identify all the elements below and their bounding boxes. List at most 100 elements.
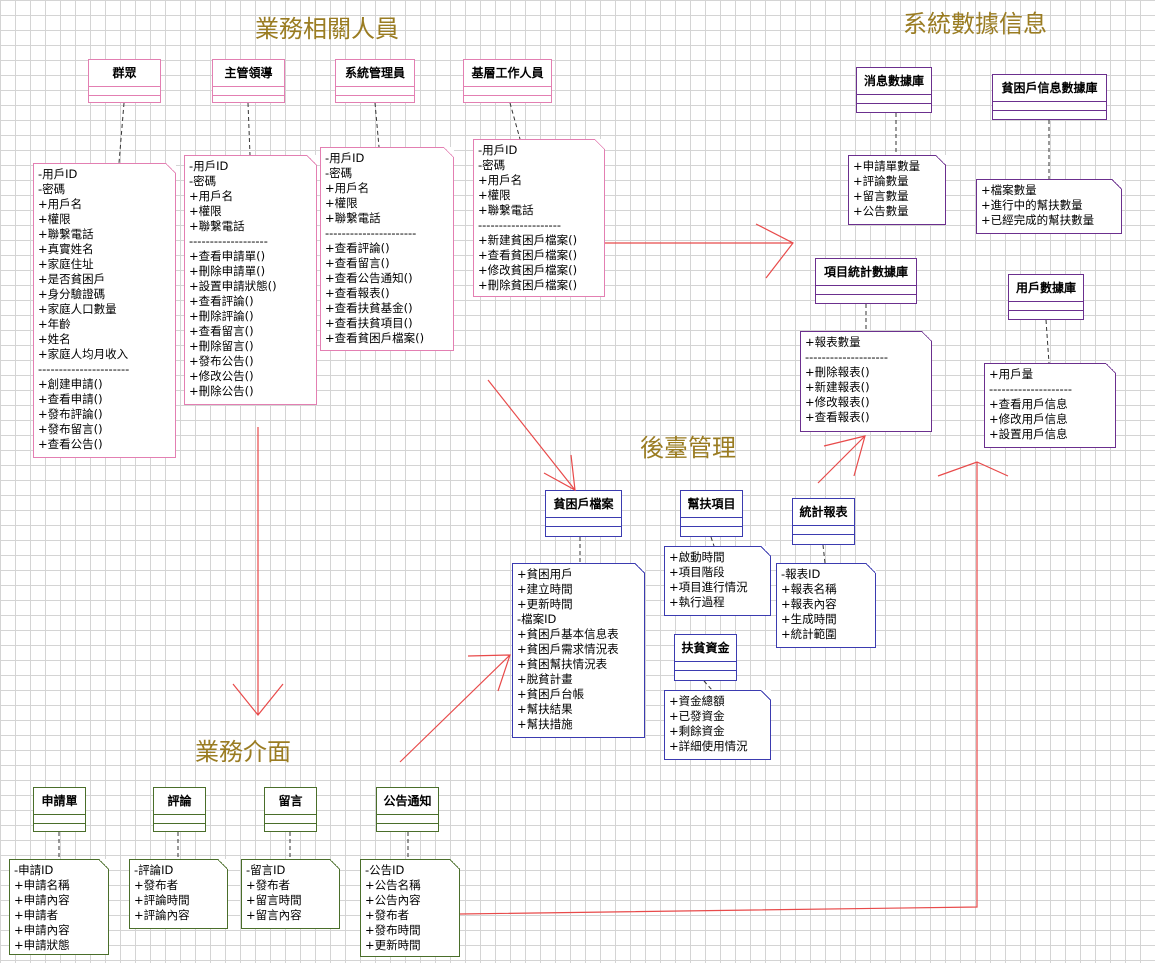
dashed-link-leader: [247, 102, 251, 156]
class-name: 項目統計數據庫: [816, 259, 916, 286]
note-line: +刪除報表(): [805, 365, 870, 379]
note-line: +更新時間: [365, 938, 421, 952]
note-poor-db[interactable]: +檔案數量+進行中的幫扶數量+已經完成的幫扶數量: [976, 179, 1122, 234]
note-line: +公告數量: [853, 204, 909, 218]
note-user-db[interactable]: +用戶量--------------------+查看用戶信息+修改用戶信息+設…: [984, 363, 1116, 448]
dashed-link-fund: [703, 680, 713, 691]
note-line: +修改貧困戶檔案(): [478, 263, 578, 277]
note-leader[interactable]: -用戶ID-密碼+用戶名+權限+聯繫電話-------------------+…: [184, 155, 317, 405]
class-poor-db[interactable]: 貧困戶信息數據庫: [992, 74, 1107, 120]
note-line: +新建報表(): [805, 380, 870, 394]
class-application[interactable]: 申請單: [33, 787, 86, 832]
note-line: +用戶量: [989, 367, 1034, 381]
note-msg-db[interactable]: +申請單數量+評論數量+留言數量+公告數量: [848, 155, 946, 225]
note-proj-db[interactable]: +報表數量--------------------+刪除報表()+新建報表()+…: [800, 331, 932, 432]
note-help-proj[interactable]: +啟動時間+項目階段+項目進行情況+執行過程: [664, 546, 771, 616]
note-line: --------------------: [805, 350, 888, 364]
note-line: +設置申請狀態(): [189, 279, 277, 293]
note-sysadmin[interactable]: -用戶ID-密碼+用戶名+權限+聯繫電話--------------------…: [320, 147, 454, 351]
class-message[interactable]: 留言: [264, 787, 317, 832]
class-stat-report[interactable]: 統計報表: [792, 498, 855, 545]
note-line: +設置用戶信息: [989, 427, 1068, 441]
note-line: +刪除申請單(): [189, 264, 266, 278]
note-application[interactable]: -申請ID+申請名稱+申請內容+申請者+申請內容+申請狀態: [9, 859, 109, 955]
class-leader[interactable]: 主管領導: [212, 59, 285, 103]
class-comment[interactable]: 評論: [153, 787, 206, 832]
note-line: +項目階段: [669, 565, 725, 579]
note-line: +生成時間: [781, 612, 837, 626]
note-crowd[interactable]: -用戶ID-密碼+用戶名+權限+聯繫電話+真實姓名+家庭住址+是否貧困戶+身分驗…: [33, 163, 176, 458]
note-line: +查看留言(): [189, 324, 254, 338]
note-message[interactable]: -留言ID+發布者+留言時間+留言內容: [241, 859, 340, 929]
note-line: +檔案數量: [981, 183, 1037, 197]
class-msg-db[interactable]: 消息數據庫: [856, 67, 932, 113]
class-help-proj[interactable]: 幫扶項目: [680, 490, 743, 537]
note-line: +查看公告(): [38, 437, 103, 451]
note-line: +貧困幫扶情況表: [517, 657, 608, 671]
note-line: +刪除評論(): [189, 309, 254, 323]
note-line: +查看貧困戶檔案(): [325, 331, 425, 345]
note-stat-report[interactable]: -報表ID+報表名稱+報表內容+生成時間+統計範圍: [776, 563, 876, 648]
note-line: +刪除貧困戶檔案(): [478, 278, 578, 292]
note-line: +權限: [325, 196, 358, 210]
class-proj-db[interactable]: 項目統計數據庫: [815, 258, 917, 304]
note-line: +幫扶措施: [517, 717, 573, 731]
class-name: 留言: [265, 788, 316, 815]
note-line: -用戶ID: [189, 159, 229, 173]
note-line: +權限: [189, 204, 222, 218]
note-line: +公告名稱: [365, 878, 421, 892]
note-line: +啟動時間: [669, 550, 725, 564]
note-line: +評論時間: [134, 893, 190, 907]
class-name: 幫扶項目: [681, 491, 742, 518]
class-poor-file[interactable]: 貧困戶檔案: [545, 490, 622, 537]
note-line: +公告內容: [365, 893, 421, 907]
note-line: +進行中的幫扶數量: [981, 198, 1083, 212]
note-line: +權限: [478, 188, 511, 202]
note-fund[interactable]: +資金總額+已發資金+剩餘資金+詳細使用情況: [664, 690, 771, 760]
class-fund[interactable]: 扶貧資金: [674, 634, 737, 681]
note-line: +用戶名: [325, 181, 370, 195]
class-name: 評論: [154, 788, 205, 815]
class-sysadmin[interactable]: 系統管理員: [335, 59, 415, 103]
note-line: +脫貧計畫: [517, 672, 573, 686]
class-name: 消息數據庫: [857, 68, 931, 95]
note-line: +身分驗證碼: [38, 287, 106, 301]
note-line: -公告ID: [365, 863, 405, 877]
note-line: +發布公告(): [189, 354, 254, 368]
note-line: +留言數量: [853, 189, 909, 203]
note-line: -報表ID: [781, 567, 821, 581]
note-line: +刪除公告(): [189, 384, 254, 398]
note-line: +聯繫電話: [189, 219, 245, 233]
note-line: +幫扶結果: [517, 702, 573, 716]
note-line: +家庭人口數量: [38, 302, 117, 316]
class-notice[interactable]: 公告通知: [376, 787, 439, 832]
note-line: +修改報表(): [805, 395, 870, 409]
note-comment[interactable]: -評論ID+發布者+評論時間+評論內容: [129, 859, 228, 929]
class-name: 統計報表: [793, 499, 854, 526]
note-line: -申請ID: [14, 863, 54, 877]
note-line: +查看評論(): [325, 241, 390, 255]
class-name: 主管領導: [213, 60, 284, 87]
class-name: 貧困戶檔案: [546, 491, 621, 518]
note-line: -用戶ID: [478, 143, 518, 157]
class-name: 申請單: [34, 788, 85, 815]
note-line: ----------------------: [38, 362, 130, 376]
section-title-business-people: 業務相關人員: [255, 15, 399, 43]
class-worker[interactable]: 基層工作人員: [463, 59, 552, 103]
note-line: +家庭住址: [38, 257, 94, 271]
section-title-system-data: 系統數據信息: [903, 10, 1047, 38]
class-user-db[interactable]: 用戶數據庫: [1008, 274, 1084, 320]
note-line: +評論數量: [853, 174, 909, 188]
note-line: -------------------: [189, 234, 268, 248]
dashed-link-worker: [509, 102, 521, 140]
class-crowd[interactable]: 群眾: [88, 59, 161, 103]
note-line: +查看貧困戶檔案(): [478, 248, 578, 262]
note-line: +更新時間: [517, 597, 573, 611]
note-line: +申請者: [14, 908, 59, 922]
note-poor-file[interactable]: +貧困用戶+建立時間+更新時間-檔案ID+貧困戶基本信息表+貧困戶需求情況表+貧…: [512, 563, 645, 738]
note-line: +權限: [38, 212, 71, 226]
class-name: 扶貧資金: [675, 635, 736, 662]
note-worker[interactable]: -用戶ID-密碼+用戶名+權限+聯繫電話--------------------…: [473, 139, 605, 297]
note-notice[interactable]: -公告ID+公告名稱+公告內容+發布者+發布時間+更新時間: [360, 859, 460, 957]
class-name: 用戶數據庫: [1009, 275, 1083, 302]
